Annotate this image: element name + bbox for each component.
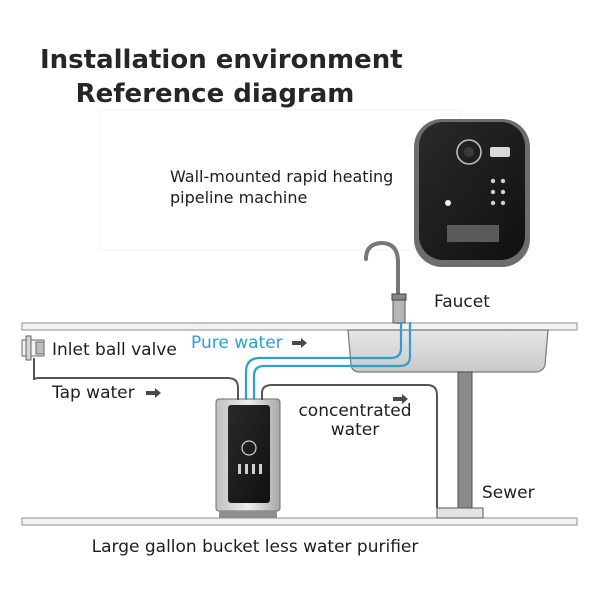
concentrated-water-label: concentrated water (298, 401, 412, 440)
tap-water-label: Tap water (52, 383, 135, 403)
inlet-ball-valve-label: Inlet ball valve (52, 340, 177, 360)
pure-water-pipe-inner (252, 322, 412, 400)
sewer-label: Sewer (482, 483, 535, 503)
machine-label: Wall-mounted rapid heating pipeline mach… (170, 167, 394, 207)
floor-line (21, 517, 578, 526)
faucet-label: Faucet (434, 292, 490, 312)
wall-machine-icon (414, 119, 530, 267)
flow-arrow-icon (292, 338, 307, 348)
sink-icon (347, 329, 549, 373)
concentrated-water-pipe (261, 384, 438, 508)
diagram-title-line-2: Reference diagram (75, 79, 355, 109)
flow-arrow-icon (393, 394, 408, 404)
diagram-title-line-1: Installation environment (40, 45, 403, 75)
drain-pipe-icon (436, 371, 484, 519)
faucet-icon (364, 240, 407, 324)
countertop (21, 322, 578, 331)
purifier-unit-icon (215, 398, 281, 518)
ball-valve-icon (21, 335, 45, 361)
tap-water-pipe (33, 358, 239, 400)
purifier-label: Large gallon bucket less water purifier (91, 537, 419, 557)
pure-water-label: Pure water (191, 333, 283, 353)
flow-arrow-icon (146, 388, 161, 398)
pure-water-pipe-outer (244, 322, 403, 400)
